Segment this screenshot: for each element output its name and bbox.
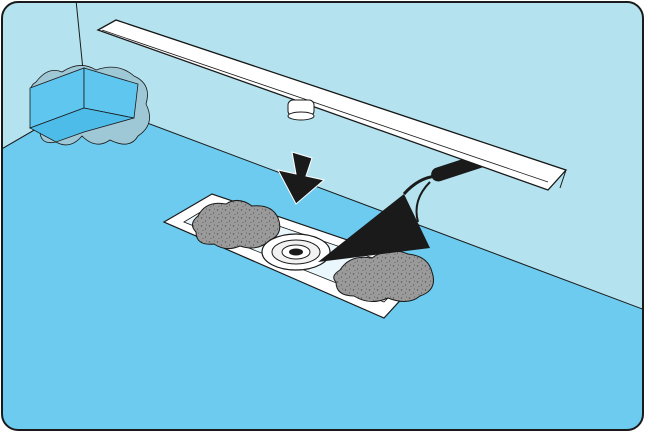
arrow-down-icon xyxy=(277,151,326,205)
membrane-corner-patch xyxy=(29,65,150,146)
drain-outlet xyxy=(261,233,331,271)
adhesive-mortar-left xyxy=(192,200,281,250)
drain-channel xyxy=(96,19,568,191)
